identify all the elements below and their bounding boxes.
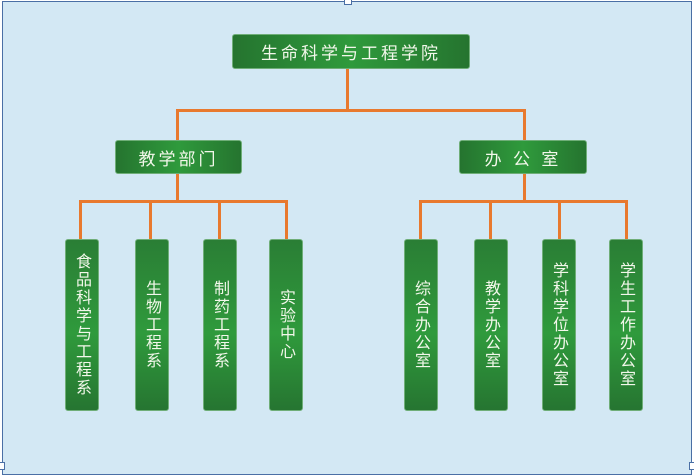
- leaf-node: 教学办公室: [474, 239, 508, 411]
- resize-handle-right[interactable]: [689, 462, 694, 470]
- branch-label: 办 公 室: [484, 149, 562, 170]
- connector: [523, 109, 526, 141]
- branch-node-office: 办 公 室: [459, 140, 587, 174]
- connector: [176, 109, 526, 112]
- leaf-label: 制药工程系: [211, 280, 230, 370]
- leaf-node: 食品科学与工程系: [65, 239, 99, 411]
- connector: [79, 200, 288, 203]
- leaf-node: 学生工作办公室: [609, 239, 643, 411]
- leaf-label: 学科学位办公室: [550, 262, 569, 388]
- leaf-node: 综合办公室: [404, 239, 438, 411]
- connector: [558, 200, 561, 240]
- leaf-label: 食品科学与工程系: [73, 253, 92, 397]
- connector: [489, 200, 492, 240]
- connector: [346, 68, 349, 111]
- connector: [79, 200, 82, 240]
- connector: [218, 200, 221, 240]
- root-node-label: 生命科学与工程学院: [261, 44, 441, 64]
- connector: [176, 109, 179, 141]
- resize-handle-left[interactable]: [0, 462, 5, 470]
- connector: [419, 200, 628, 203]
- leaf-label: 综合办公室: [412, 280, 431, 370]
- connector: [419, 200, 422, 240]
- resize-handle-top[interactable]: [344, 0, 352, 5]
- leaf-node: 实验中心: [269, 239, 303, 411]
- leaf-label: 学生工作办公室: [617, 262, 636, 388]
- leaf-label: 实验中心: [277, 289, 296, 361]
- leaf-label: 生物工程系: [143, 280, 162, 370]
- branch-node-teaching: 教学部门: [115, 140, 242, 174]
- branch-label: 教学部门: [138, 149, 219, 170]
- leaf-node: 生物工程系: [135, 239, 169, 411]
- root-node: 生命科学与工程学院: [232, 34, 470, 69]
- connector: [149, 200, 152, 240]
- connector: [176, 173, 179, 202]
- connector: [523, 173, 526, 202]
- leaf-node: 学科学位办公室: [542, 239, 576, 411]
- connector: [285, 200, 288, 240]
- connector: [625, 200, 628, 240]
- leaf-label: 教学办公室: [482, 280, 501, 370]
- leaf-node: 制药工程系: [203, 239, 237, 411]
